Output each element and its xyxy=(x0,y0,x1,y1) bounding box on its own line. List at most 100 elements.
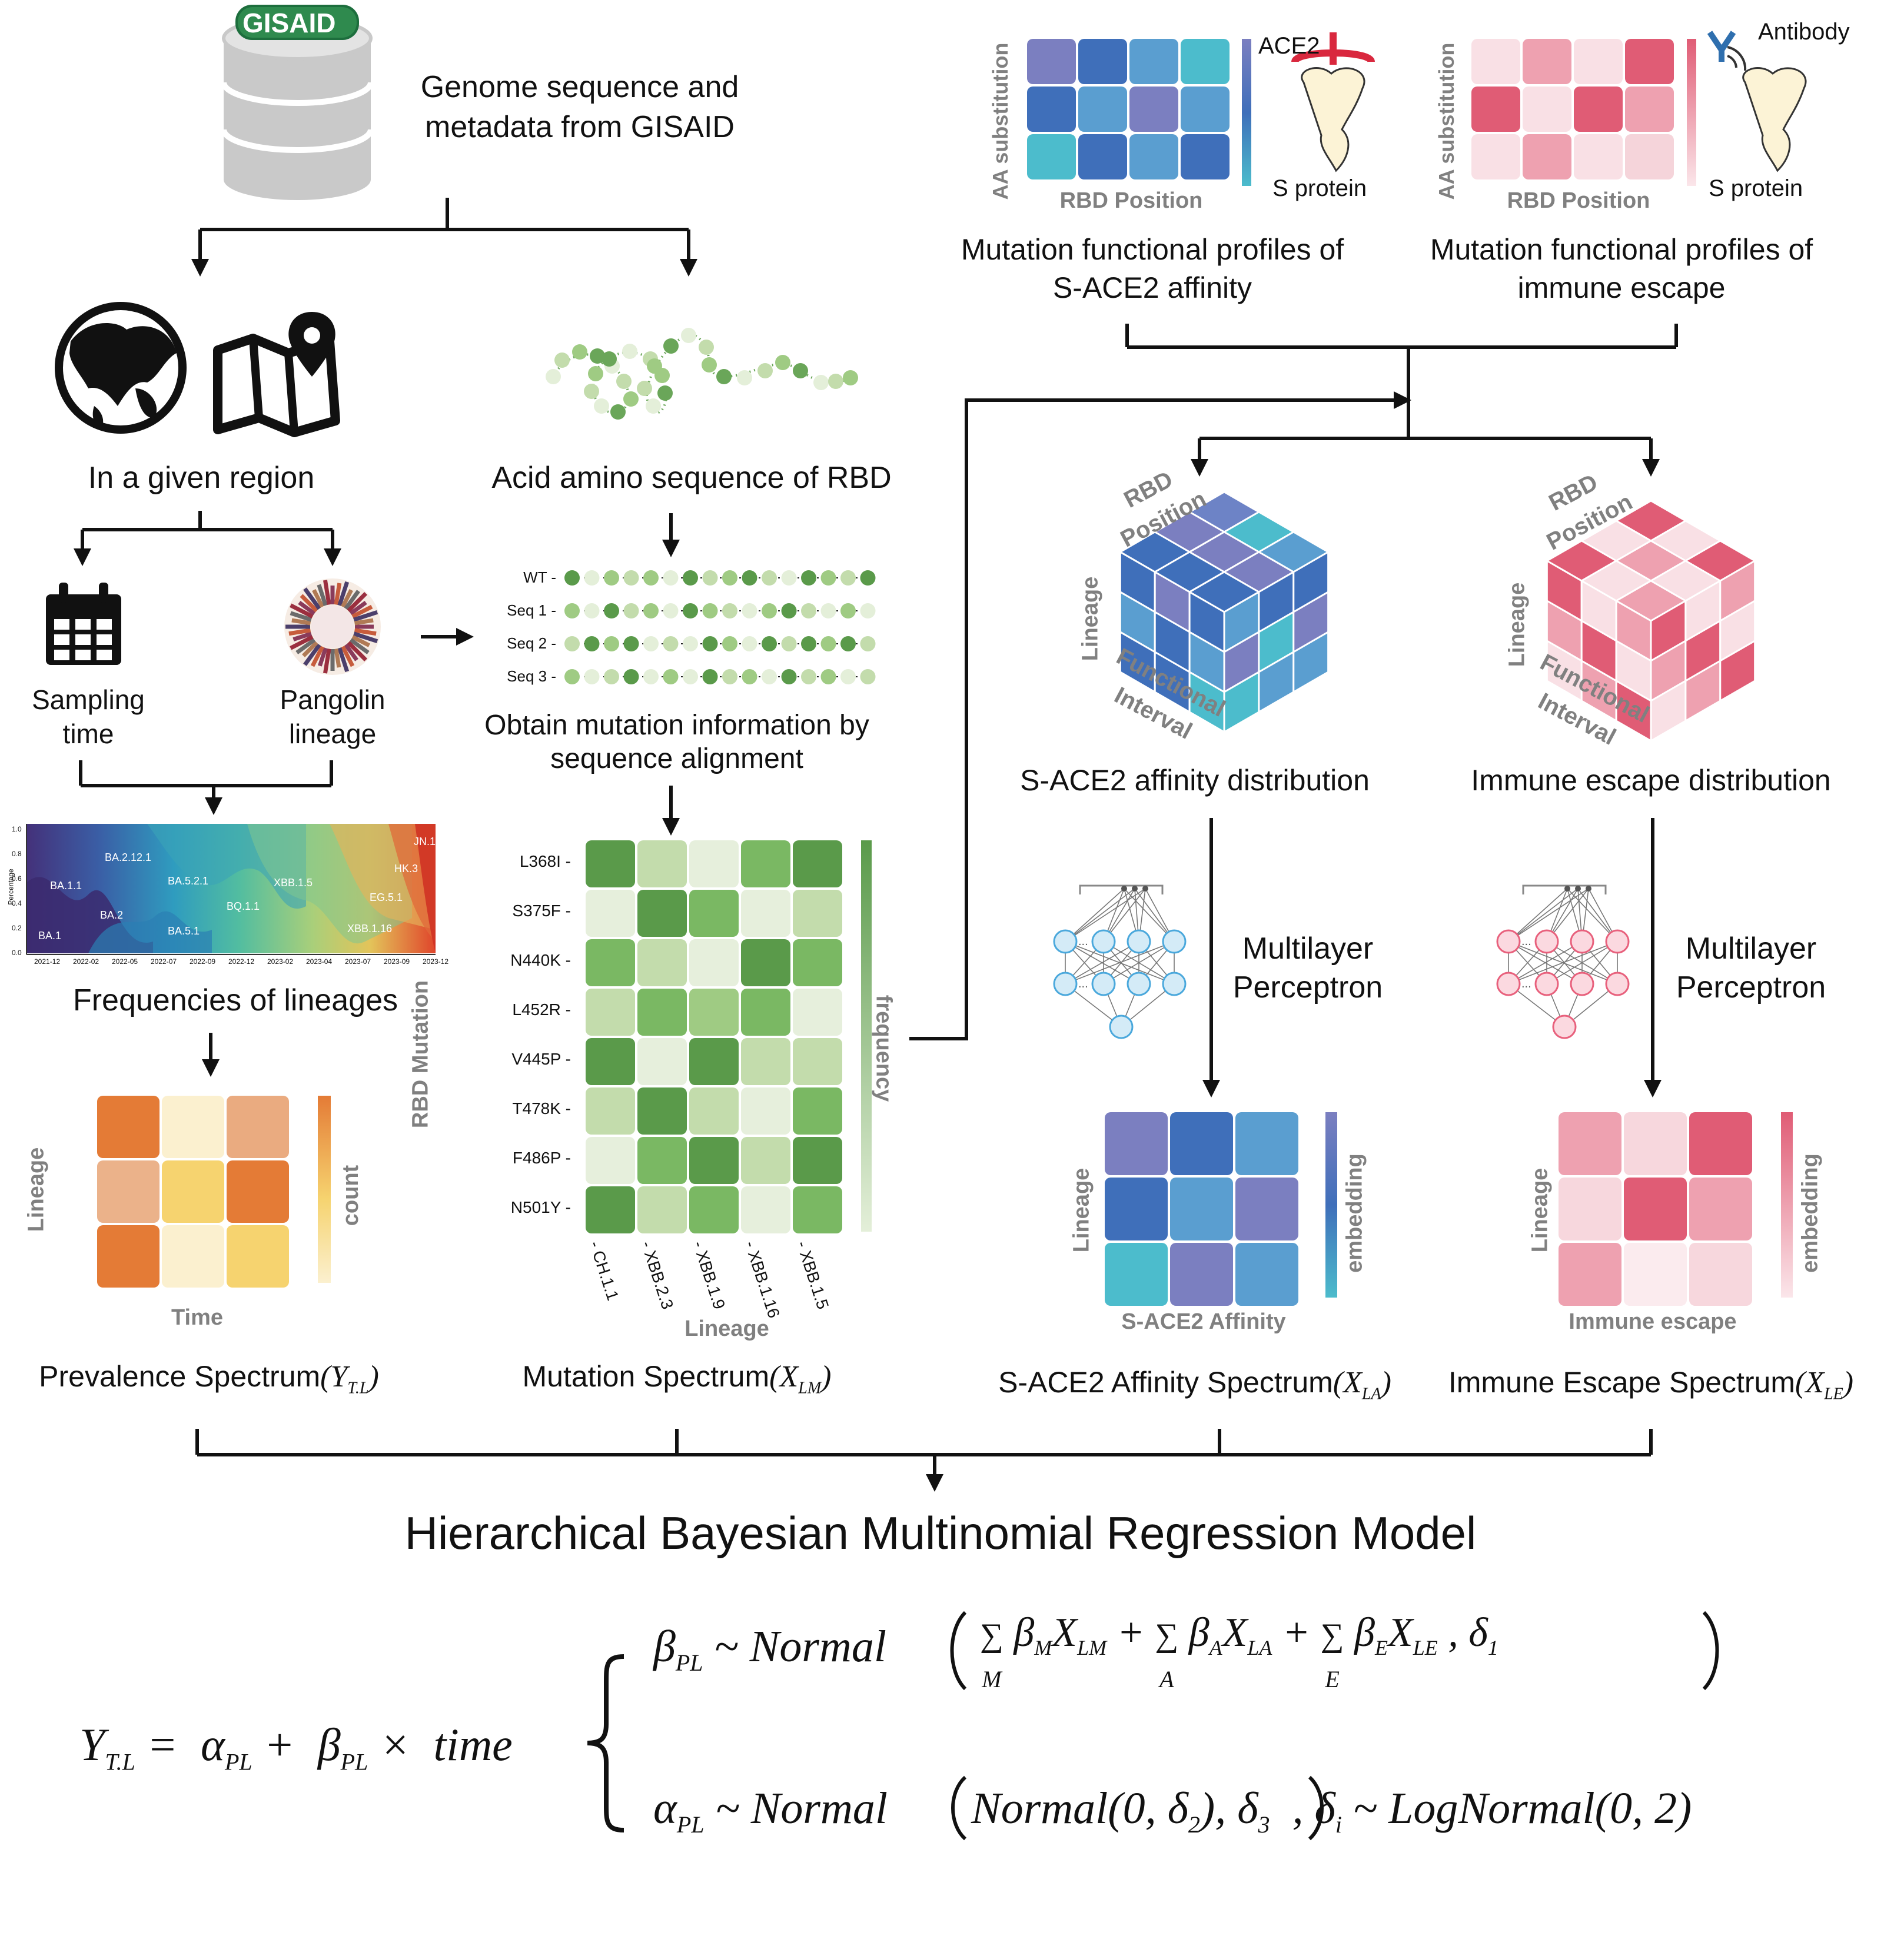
mlp-node xyxy=(1605,972,1630,996)
ace2-mlp-label-line1: Multilayer xyxy=(1242,932,1374,966)
lineage-chart-x-tick: 2022-05 xyxy=(112,957,138,966)
escape-symbol: (XLE) xyxy=(1795,1366,1854,1403)
phylogenetic-tree-icon xyxy=(284,578,381,675)
residue-dot xyxy=(820,636,836,651)
mutation-row-label: F486P - xyxy=(512,1149,571,1167)
immune-profile-cell xyxy=(1574,134,1623,179)
escape-title: Immune Escape Spectrum(XLE) xyxy=(1448,1365,1853,1403)
mlp-edge xyxy=(1508,941,1583,985)
lineage-chart-x-tick: 2023-02 xyxy=(267,957,294,966)
tree-branch xyxy=(341,589,353,608)
residue-dot xyxy=(722,570,737,586)
residue-dot xyxy=(860,669,876,684)
residue-dot xyxy=(840,603,856,618)
mutation-cell xyxy=(586,1038,635,1085)
mutation-cell xyxy=(689,939,739,986)
residue-dot xyxy=(702,570,718,586)
mlp-node xyxy=(1534,929,1559,954)
mutation-symbol: (XLM) xyxy=(769,1360,832,1398)
lineage-chart-x-tick: 2022-12 xyxy=(228,957,255,966)
mlp-node xyxy=(1552,1015,1577,1039)
lineage-chart-y-tick: 0.8 xyxy=(12,850,22,858)
ace2-mlp-label-line2: Perceptron xyxy=(1232,970,1383,1005)
tree-branch xyxy=(318,647,328,667)
mutation-row-label: N440K - xyxy=(510,951,571,969)
lineage-chart-caption: Frequencies of lineages xyxy=(72,983,398,1017)
mlp-ellipsis: ... xyxy=(1078,977,1088,990)
residue-bead xyxy=(813,375,829,390)
lineage-label: BA.5.2.1 xyxy=(168,875,209,887)
mlp-bracket xyxy=(1079,884,1164,894)
residue-dot xyxy=(801,636,816,651)
ace2-profile-cell xyxy=(1078,134,1127,179)
tree-branch xyxy=(323,580,331,606)
residue-bead xyxy=(657,385,673,401)
immune-profile-colorbar xyxy=(1687,39,1696,186)
affinity-bar-label: embedding xyxy=(1342,1153,1367,1273)
mlp-input-node xyxy=(1564,886,1570,892)
residue-dot xyxy=(564,636,580,651)
mlp-edge xyxy=(1508,888,1579,942)
mutation-cell xyxy=(741,989,790,1036)
prevalence-x-label: Time xyxy=(171,1305,224,1330)
residue-dot xyxy=(663,603,679,618)
equation-beta: βPL ~ Normal xyxy=(653,1622,886,1677)
cube-right-face xyxy=(1292,630,1330,694)
residue-dot xyxy=(781,570,797,586)
connectors xyxy=(74,198,1678,1492)
mutation-cell xyxy=(689,1186,739,1233)
residue-bead xyxy=(554,352,570,368)
residue-bead xyxy=(716,369,732,384)
immune-profile-cell xyxy=(1625,87,1674,132)
lineage-chart-x-tick: 2022-02 xyxy=(73,957,99,966)
residue-dot xyxy=(683,570,698,586)
tree-branch xyxy=(312,589,324,608)
mutation-row-label: V445P - xyxy=(511,1050,571,1068)
lineage-chart-x-tick: 2023-09 xyxy=(384,957,410,966)
affinity-colorbar xyxy=(1325,1112,1337,1298)
pangolin-line2: lineage xyxy=(288,719,377,749)
database-icon xyxy=(221,5,374,200)
mutation-cell xyxy=(741,1186,790,1233)
mutation-cell xyxy=(689,840,739,887)
rbd-chain-icon xyxy=(546,328,858,420)
lineage-label: BQ.1.1 xyxy=(227,900,260,912)
lineage-label: JN.1 xyxy=(414,836,436,847)
residue-dot xyxy=(860,603,876,618)
residue-dot xyxy=(860,570,876,586)
lineage-label: XBB.1.16 xyxy=(347,923,393,934)
ace2-mlp-network: ...... xyxy=(1053,884,1187,1039)
lineage-label: BA.1.1 xyxy=(50,880,82,892)
residue-dot xyxy=(604,603,619,618)
globe-icon xyxy=(55,302,187,434)
seq-row-wt: WT - xyxy=(523,568,556,586)
mlp-node xyxy=(1091,972,1116,996)
residue-dot xyxy=(643,636,659,651)
tree-branch xyxy=(323,648,331,674)
residue-dot xyxy=(840,669,856,684)
mutation-cell xyxy=(689,1087,739,1135)
ace2-profile-title-line1: Mutation functional profiles of xyxy=(961,233,1344,266)
escape-cell xyxy=(1559,1178,1621,1240)
mlp-edge xyxy=(1103,941,1175,985)
escape-cell xyxy=(1624,1178,1687,1240)
residue-dot xyxy=(742,669,757,684)
residue-dot xyxy=(762,669,777,684)
lineage-label: BA.5.1 xyxy=(168,925,200,937)
mutation-cell xyxy=(586,840,635,887)
ace2-profile-cell xyxy=(1129,39,1178,84)
immune-profile-x-label: RBD Position xyxy=(1507,188,1650,213)
mutation-cell xyxy=(793,1087,842,1135)
mutation-y-label: RBD Mutation xyxy=(408,980,433,1129)
seq-row-3: Seq 3 - xyxy=(507,667,556,685)
immune-profile-y-label: AA substitution xyxy=(1434,42,1458,200)
tree-branch xyxy=(341,646,355,667)
immune-mlp-network: ...... xyxy=(1496,884,1630,1039)
residue-bead xyxy=(546,369,561,384)
mutation-cell xyxy=(689,1038,739,1085)
affinity-y-label: Lineage xyxy=(1069,1168,1094,1253)
residue-bead xyxy=(616,374,632,389)
prevalence-cell xyxy=(97,1160,160,1223)
mutation-row-label: S375F - xyxy=(512,902,571,920)
mutation-cell xyxy=(741,1087,790,1135)
